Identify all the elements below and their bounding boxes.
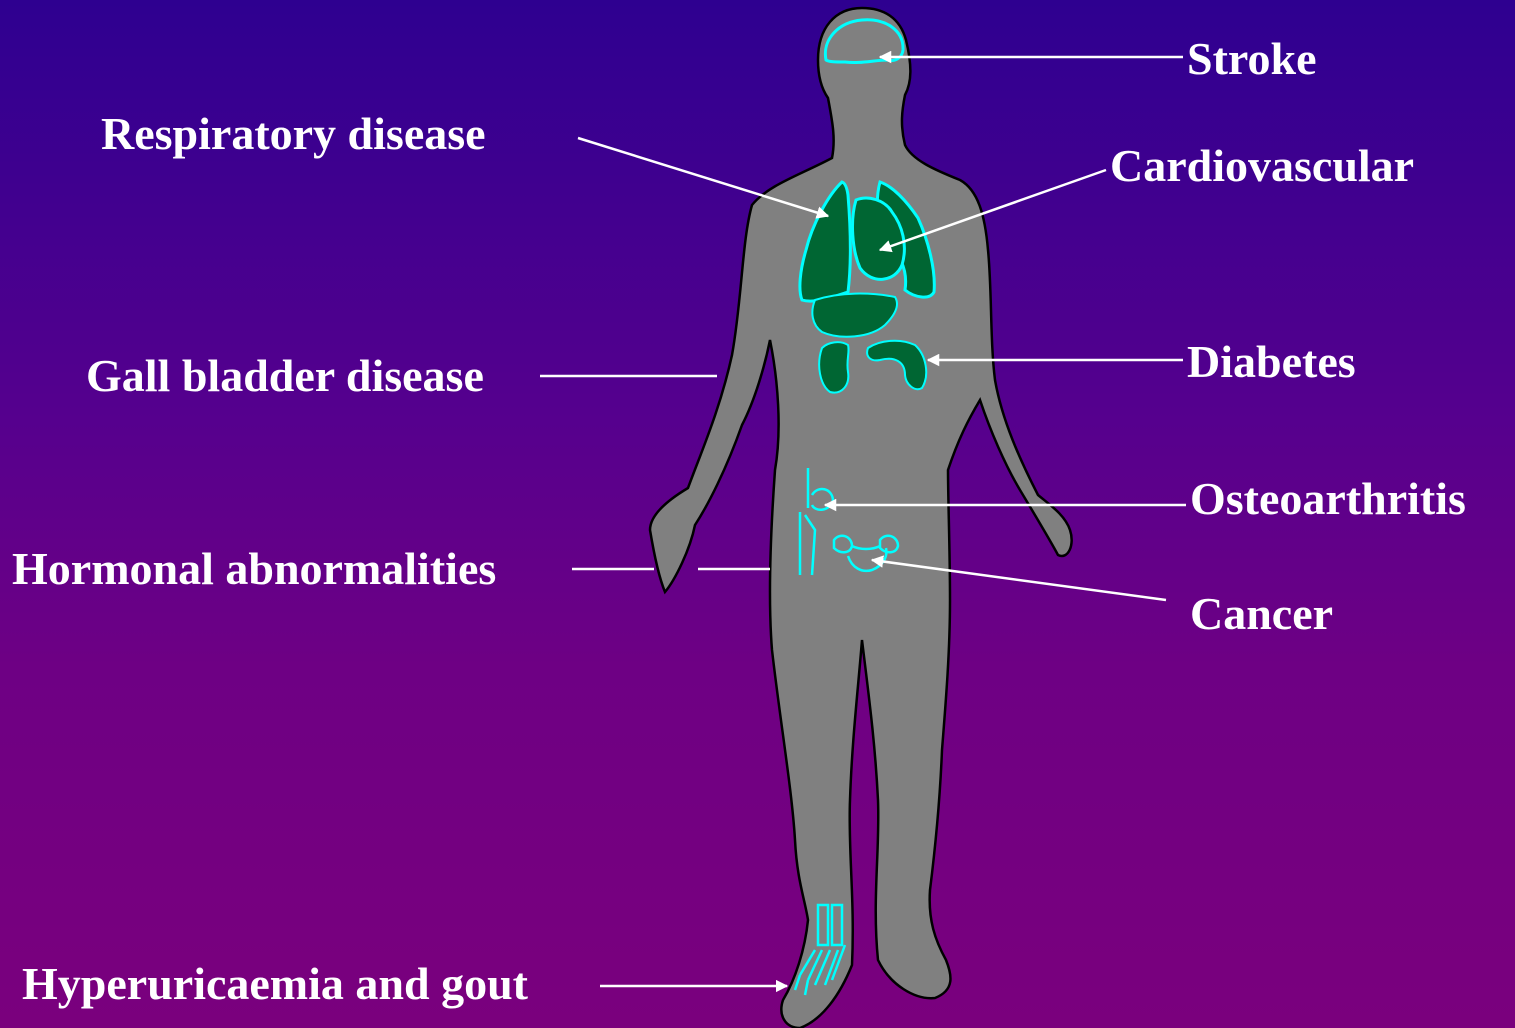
label-respiratory-disease: Respiratory disease [101,108,486,160]
label-stroke: Stroke [1187,33,1317,85]
label-hormonal-abnormalities: Hormonal abnormalities [12,543,496,595]
human-silhouette [650,8,1072,1028]
right-kidney [819,342,848,392]
label-osteoarthritis: Osteoarthritis [1190,473,1466,525]
label-gall-bladder-disease: Gall bladder disease [86,350,484,402]
label-cancer: Cancer [1190,588,1333,640]
label-diabetes: Diabetes [1187,336,1356,388]
label-hyperuricaemia-and-gout: Hyperuricaemia and gout [22,958,528,1010]
label-cardiovascular: Cardiovascular [1110,140,1414,192]
